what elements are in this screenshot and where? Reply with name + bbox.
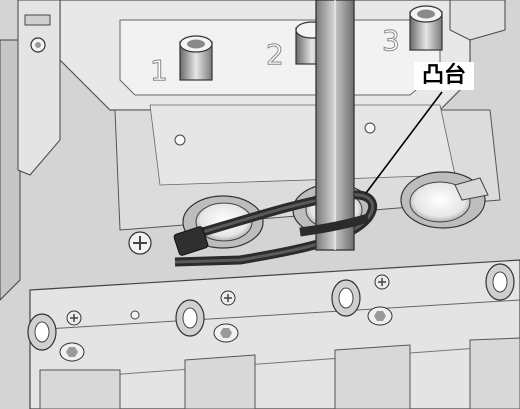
plate-hole-right [364, 122, 376, 134]
small-hole [130, 310, 140, 320]
cable-tie-strap-front [299, 213, 370, 237]
bracket-screw-center [35, 42, 41, 48]
flange-edge [29, 299, 520, 331]
peg-3 [409, 5, 443, 51]
label-plate [149, 104, 456, 186]
boss-callout-label: 凸台 [414, 62, 474, 90]
hex-screw-2 [213, 323, 239, 343]
mount-hole-3 [331, 279, 361, 317]
phillips-screw-1 [66, 310, 82, 326]
boss-hole-3 [400, 171, 489, 229]
cable-tie-head [173, 226, 209, 256]
mount-hole-left [27, 313, 57, 351]
right-clip [449, 0, 506, 41]
slot-number-3: 3 [382, 24, 400, 57]
peg-1 [179, 35, 213, 81]
plate-hole-left [174, 134, 186, 146]
hex-screw-3 [367, 306, 393, 326]
left-bracket [17, 0, 61, 176]
phillips-screw-2 [220, 290, 236, 306]
callout-leader-line [365, 91, 443, 194]
phillips-screw-left [128, 231, 152, 255]
phillips-screw-3 [374, 274, 390, 290]
bottom-tab-3 [334, 344, 411, 409]
bottom-tab-1 [39, 369, 121, 409]
bottom-tab-2 [184, 354, 256, 409]
mount-hole-2 [175, 299, 205, 337]
slot-number-1: 1 [150, 54, 168, 87]
vertical-rod [315, 0, 355, 251]
cable-tie-strap-highlight [174, 193, 374, 264]
bracket-tab [24, 14, 51, 26]
bottom-tab-4 [469, 337, 520, 409]
slot-number-2: 2 [266, 38, 284, 71]
hex-screw-1 [59, 342, 85, 362]
left-rail [0, 39, 21, 301]
mount-hole-4 [485, 263, 515, 301]
